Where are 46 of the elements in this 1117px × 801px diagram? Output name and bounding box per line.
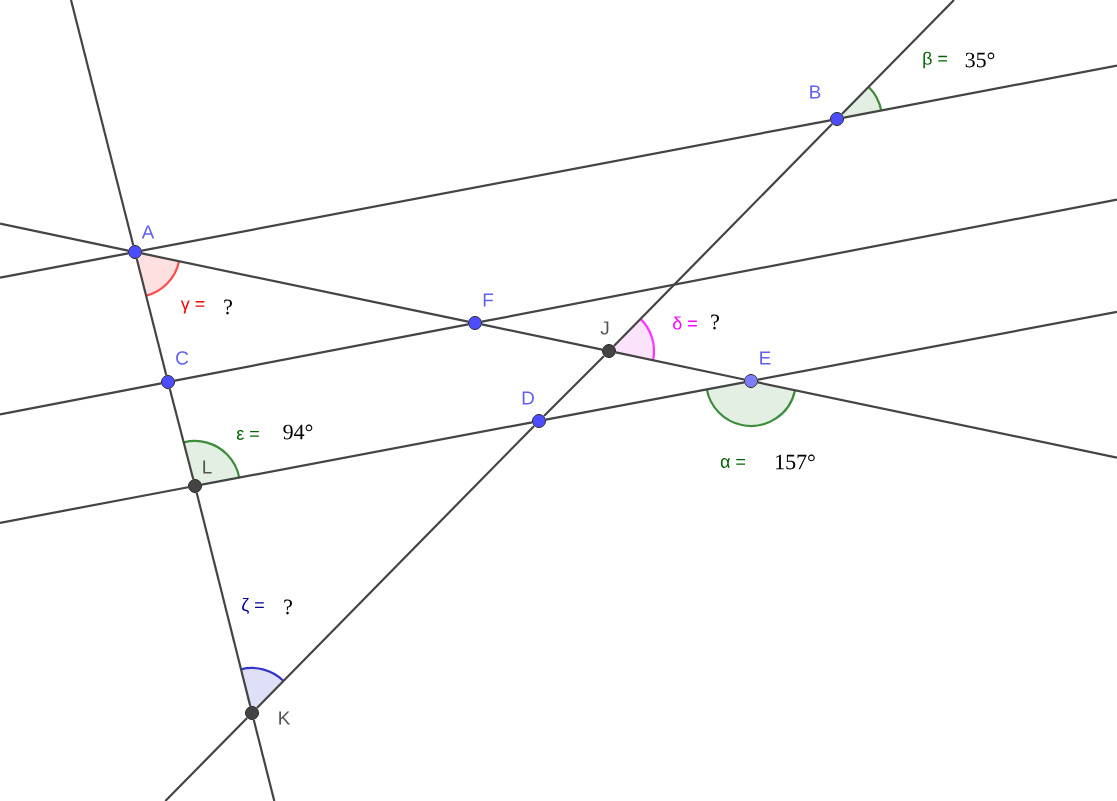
angle-value: ?	[711, 314, 719, 330]
line	[841, 0, 955, 115]
line	[481, 323, 603, 351]
point-label: E	[760, 351, 771, 365]
line	[615, 351, 745, 381]
line	[141, 119, 831, 252]
line	[135, 258, 168, 376]
line	[69, 0, 135, 246]
line	[757, 310, 1117, 381]
angle-value: 94°	[283, 424, 313, 440]
line	[0, 382, 162, 416]
line	[0, 222, 129, 252]
angle-name: ε =	[236, 430, 259, 440]
angle-value: 35°	[965, 52, 995, 68]
point-label: B	[810, 85, 821, 99]
angle-name: α =	[720, 458, 745, 468]
line	[613, 123, 833, 347]
line	[0, 252, 129, 279]
angle-name: β =	[923, 51, 947, 69]
line	[164, 717, 248, 801]
line	[545, 381, 745, 421]
point-label: D	[522, 391, 534, 405]
angle-value: ?	[284, 599, 292, 615]
line	[141, 252, 469, 323]
line	[0, 486, 189, 524]
angle-value: 157°	[776, 454, 815, 470]
point-label: F	[483, 293, 493, 307]
angle-name: δ =	[673, 316, 697, 330]
point-label: L	[203, 460, 212, 474]
line	[168, 388, 195, 480]
point-label: J	[600, 321, 609, 335]
line	[256, 425, 535, 709]
point-label: A	[141, 225, 155, 239]
line	[195, 492, 252, 707]
line	[843, 64, 1117, 119]
line	[481, 198, 1117, 323]
line	[757, 381, 1117, 459]
angle-value: ?	[224, 299, 232, 315]
point-label: K	[279, 711, 291, 725]
point-label: C	[176, 351, 189, 365]
line	[252, 719, 276, 801]
angle-name: ζ =	[242, 597, 264, 615]
line	[174, 323, 469, 382]
line	[543, 355, 605, 417]
angle-name: γ =	[180, 300, 205, 314]
line	[201, 421, 533, 486]
